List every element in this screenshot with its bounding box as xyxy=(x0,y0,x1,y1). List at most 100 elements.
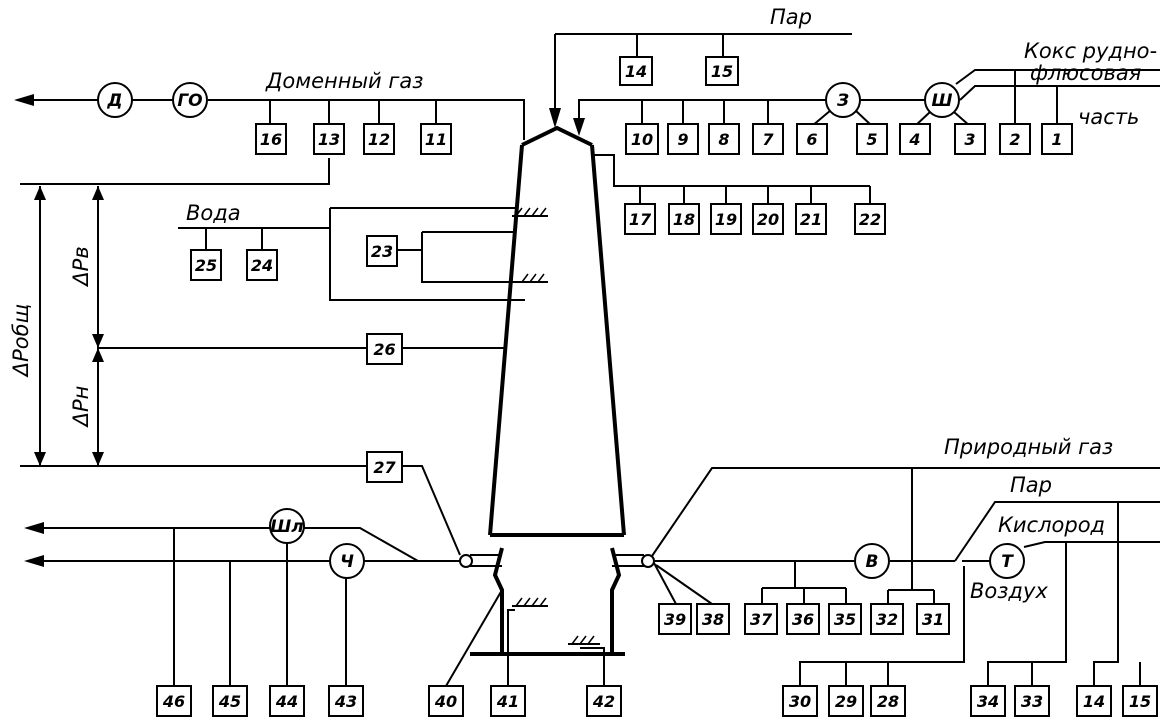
box-frame xyxy=(795,203,827,235)
circle-t-label: Т xyxy=(1001,552,1014,572)
instrument-circles: Д ГО З Ш Шл Ч В Т xyxy=(97,82,1025,579)
box-frame xyxy=(856,123,888,155)
circle-shl xyxy=(269,508,305,544)
circle-shl-label: Шл xyxy=(270,517,303,537)
box-b17: 17 xyxy=(624,203,656,235)
box-b2: 2 xyxy=(999,123,1031,155)
box-b9: 9 xyxy=(667,123,699,155)
box-b33: 33 xyxy=(1014,685,1050,717)
box-number: 21 xyxy=(800,210,822,229)
circle-go-label: ГО xyxy=(177,91,202,111)
box-b41: 41 xyxy=(490,685,526,717)
box-b31: 31 xyxy=(916,603,950,635)
box-frame xyxy=(269,685,305,717)
box-frame xyxy=(156,685,192,717)
box-frame xyxy=(744,603,778,635)
box-number: 38 xyxy=(702,610,724,629)
box-frame xyxy=(705,56,739,86)
box-b1: 1 xyxy=(1041,123,1073,155)
box-b43: 43 xyxy=(328,685,364,717)
box-number: 24 xyxy=(251,256,273,275)
box-frame xyxy=(212,685,248,717)
box-b26: 26 xyxy=(366,333,403,365)
label-dp-lower: ΔPн xyxy=(69,386,93,429)
box-b45: 45 xyxy=(212,685,248,717)
bottom-right-connections xyxy=(651,467,1160,686)
box-frame xyxy=(752,203,784,235)
label-water: Вода xyxy=(186,201,241,225)
box-number: 15 xyxy=(711,62,733,81)
box-number: 8 xyxy=(718,130,729,149)
box-frame xyxy=(490,685,526,717)
circle-sh xyxy=(924,82,960,118)
box-frame xyxy=(970,685,1006,717)
box-number: 3 xyxy=(964,130,975,149)
box-number: 16 xyxy=(260,130,282,149)
box-frame xyxy=(796,123,828,155)
box-b13: 13 xyxy=(313,123,345,155)
box-b5: 5 xyxy=(856,123,888,155)
box-frame xyxy=(619,56,653,86)
box-frame xyxy=(420,123,452,155)
box-b7: 7 xyxy=(752,123,784,155)
box-b14: 14 xyxy=(619,56,653,86)
box-frame xyxy=(667,123,699,155)
box-number: 1 xyxy=(1051,130,1062,149)
circle-d-label: Д xyxy=(106,91,122,111)
box-number: 26 xyxy=(373,340,395,359)
box-b39: 39 xyxy=(658,603,692,635)
box-number: 15 xyxy=(1129,692,1151,711)
box-frame xyxy=(586,685,622,717)
box-number: 9 xyxy=(677,130,688,149)
box-number: 11 xyxy=(425,130,447,149)
box-b16: 16 xyxy=(255,123,287,155)
box-frame xyxy=(916,603,950,635)
box-frame xyxy=(658,603,692,635)
text-labels: Пар Доменный газ Кокс рудно- флюсовая ча… xyxy=(9,5,1157,603)
box-b46: 46 xyxy=(156,685,192,717)
box-number: 31 xyxy=(922,610,944,629)
box-frame xyxy=(366,235,398,267)
box-b24: 24 xyxy=(246,249,278,281)
box-b38: 38 xyxy=(696,603,730,635)
box-number: 25 xyxy=(195,256,217,275)
box-b32: 32 xyxy=(870,603,904,635)
box-b6: 6 xyxy=(796,123,828,155)
box-b25: 25 xyxy=(190,249,222,281)
box-number: 34 xyxy=(977,692,999,711)
circle-z-label: З xyxy=(836,91,849,111)
box-frame xyxy=(899,123,931,155)
box-number: 19 xyxy=(715,210,737,229)
box-b8: 8 xyxy=(708,123,740,155)
box-b4: 4 xyxy=(899,123,931,155)
wall-hatches xyxy=(512,207,600,645)
box-b15: 15 xyxy=(705,56,739,86)
pressure-dimensions xyxy=(20,186,505,467)
circle-z xyxy=(825,82,861,118)
box-number: 29 xyxy=(835,692,857,711)
circle-d xyxy=(97,82,133,118)
box-frame xyxy=(428,685,464,717)
box-b44: 44 xyxy=(269,685,305,717)
box-frame xyxy=(752,123,784,155)
box-frame xyxy=(363,123,395,155)
box-number: 40 xyxy=(434,692,457,711)
box-frame xyxy=(246,249,278,281)
box-b18: 18 xyxy=(668,203,700,235)
label-dp-upper: ΔPв xyxy=(69,246,93,287)
box-number: 2 xyxy=(1009,130,1020,149)
box-b35: 35 xyxy=(828,603,862,635)
box-frame xyxy=(708,123,740,155)
top-connections xyxy=(14,33,1160,204)
circle-t xyxy=(989,543,1025,579)
box-frame xyxy=(710,203,742,235)
label-oxygen: Кислород xyxy=(998,513,1105,537)
box-number: 23 xyxy=(371,242,393,261)
box-frame xyxy=(313,123,345,155)
box-b3: 3 xyxy=(954,123,986,155)
label-coke-ore-flux-3: часть xyxy=(1078,105,1139,129)
circle-ch-label: Ч xyxy=(340,552,354,572)
box-b10: 10 xyxy=(625,123,659,155)
box-number: 42 xyxy=(592,692,615,711)
